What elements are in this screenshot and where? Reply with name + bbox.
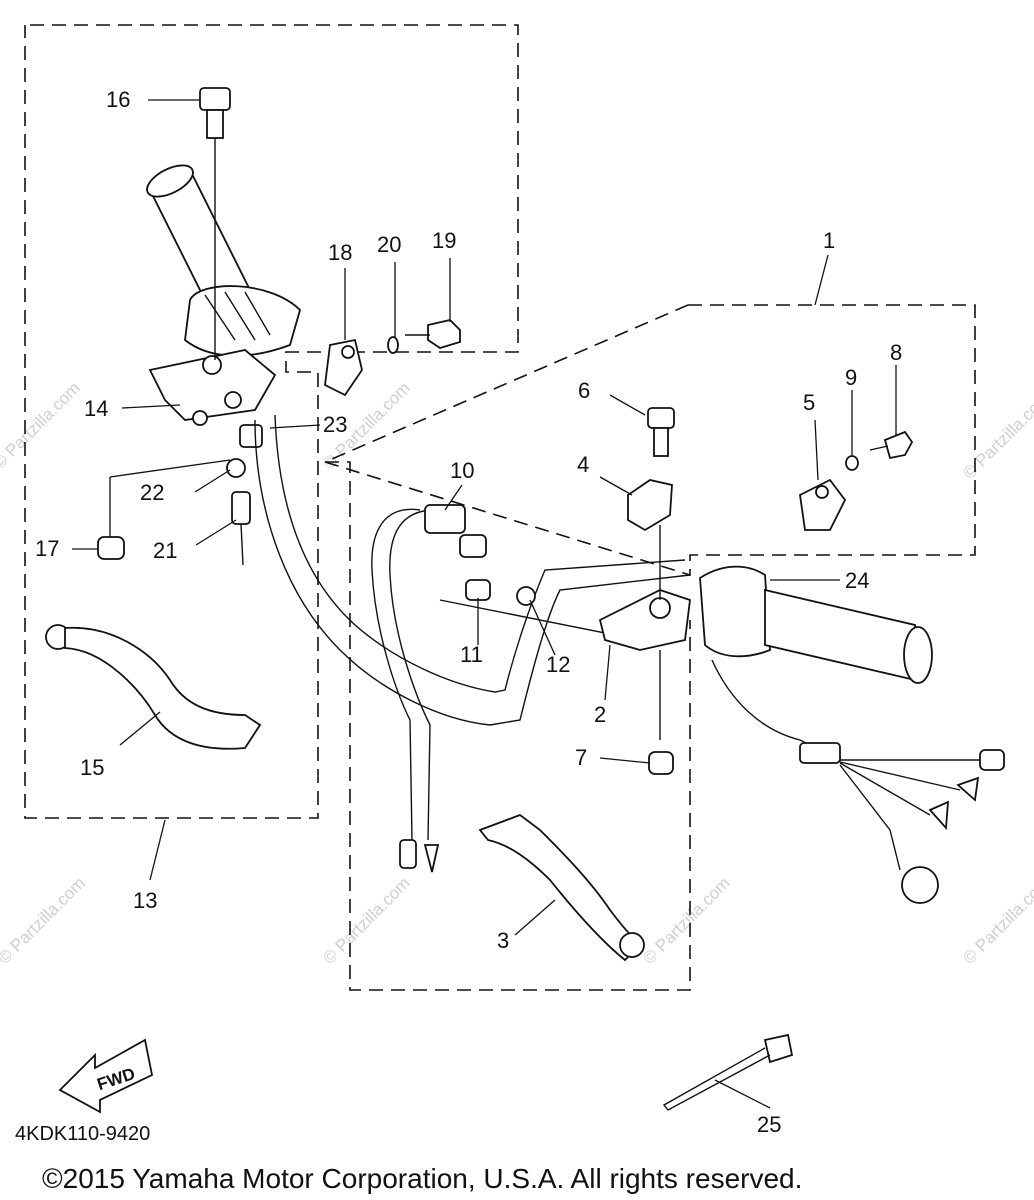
callout-23: 23 xyxy=(323,412,347,437)
bolt-6 xyxy=(647,407,675,457)
callout-7: 7 xyxy=(575,745,587,770)
watermark: © Partzilla.com xyxy=(959,873,1034,967)
left-grip-assembly xyxy=(146,164,302,357)
callout-8: 8 xyxy=(890,340,902,365)
callout-9: 9 xyxy=(845,365,857,390)
leader-lines xyxy=(72,99,897,1109)
callout-11: 11 xyxy=(460,642,483,667)
bracket-5 xyxy=(799,478,847,531)
brake-lever-3 xyxy=(478,813,645,962)
bolt-16 xyxy=(199,87,231,360)
fwd-arrow: FWD xyxy=(58,1038,154,1114)
callout-5: 5 xyxy=(803,390,815,415)
callout-21: 21 xyxy=(153,538,177,563)
group-box-1 xyxy=(322,304,976,577)
washer-20 xyxy=(387,336,399,354)
bolt-8 xyxy=(869,430,914,460)
callout-labels: 1 2 3 4 5 6 7 8 9 10 11 12 13 14 15 16 1… xyxy=(35,87,902,1137)
callout-17: 17 xyxy=(35,536,59,561)
watermark: © Partzilla.com xyxy=(639,873,733,967)
callout-12: 12 xyxy=(546,652,570,677)
callout-4: 4 xyxy=(577,452,589,477)
callout-13: 13 xyxy=(133,888,157,913)
throttle-grip-24 xyxy=(699,565,933,684)
watermark: © Partzilla.com xyxy=(0,873,89,967)
group-box-13 xyxy=(24,24,519,819)
callout-6: 6 xyxy=(578,378,590,403)
callout-3: 3 xyxy=(497,928,509,953)
bracket-4 xyxy=(627,479,673,532)
callout-10: 10 xyxy=(450,458,474,483)
washer-9 xyxy=(845,455,859,471)
watermark: © Partzilla.com xyxy=(0,378,84,472)
group-box-lower xyxy=(325,461,691,991)
brake-lever-holder-2 xyxy=(598,525,691,740)
callout-22: 22 xyxy=(140,480,164,505)
callout-20: 20 xyxy=(377,232,401,257)
callout-16: 16 xyxy=(106,87,130,112)
part-code: 4KDK110-9420 xyxy=(15,1123,150,1145)
nut-7 xyxy=(648,751,674,775)
cable-tie-25 xyxy=(662,1033,794,1111)
wire-harness xyxy=(711,659,1005,904)
callout-14: 14 xyxy=(84,396,108,421)
adjuster-23 xyxy=(239,424,263,448)
copyright-notice: ©2015 Yamaha Motor Corporation, U.S.A. A… xyxy=(42,1163,802,1194)
bolt-19 xyxy=(405,319,461,349)
callout-1: 1 xyxy=(823,228,835,253)
clutch-lever-holder xyxy=(148,349,277,426)
callout-2: 2 xyxy=(594,702,606,727)
front-brake-switch-10 xyxy=(371,504,487,873)
callout-25: 25 xyxy=(757,1112,781,1137)
bracket-18 xyxy=(324,338,363,397)
watermark: © Partzilla.com xyxy=(319,873,413,967)
callout-15: 15 xyxy=(80,755,104,780)
clutch-lever-15 xyxy=(45,624,262,750)
nut-17 xyxy=(97,536,125,560)
handlebar xyxy=(254,414,691,726)
watermark: © Partzilla.com xyxy=(959,388,1034,482)
callout-18: 18 xyxy=(328,240,352,265)
cable-22-21 xyxy=(226,458,251,566)
callout-24: 24 xyxy=(845,568,869,593)
callout-19: 19 xyxy=(432,228,456,253)
